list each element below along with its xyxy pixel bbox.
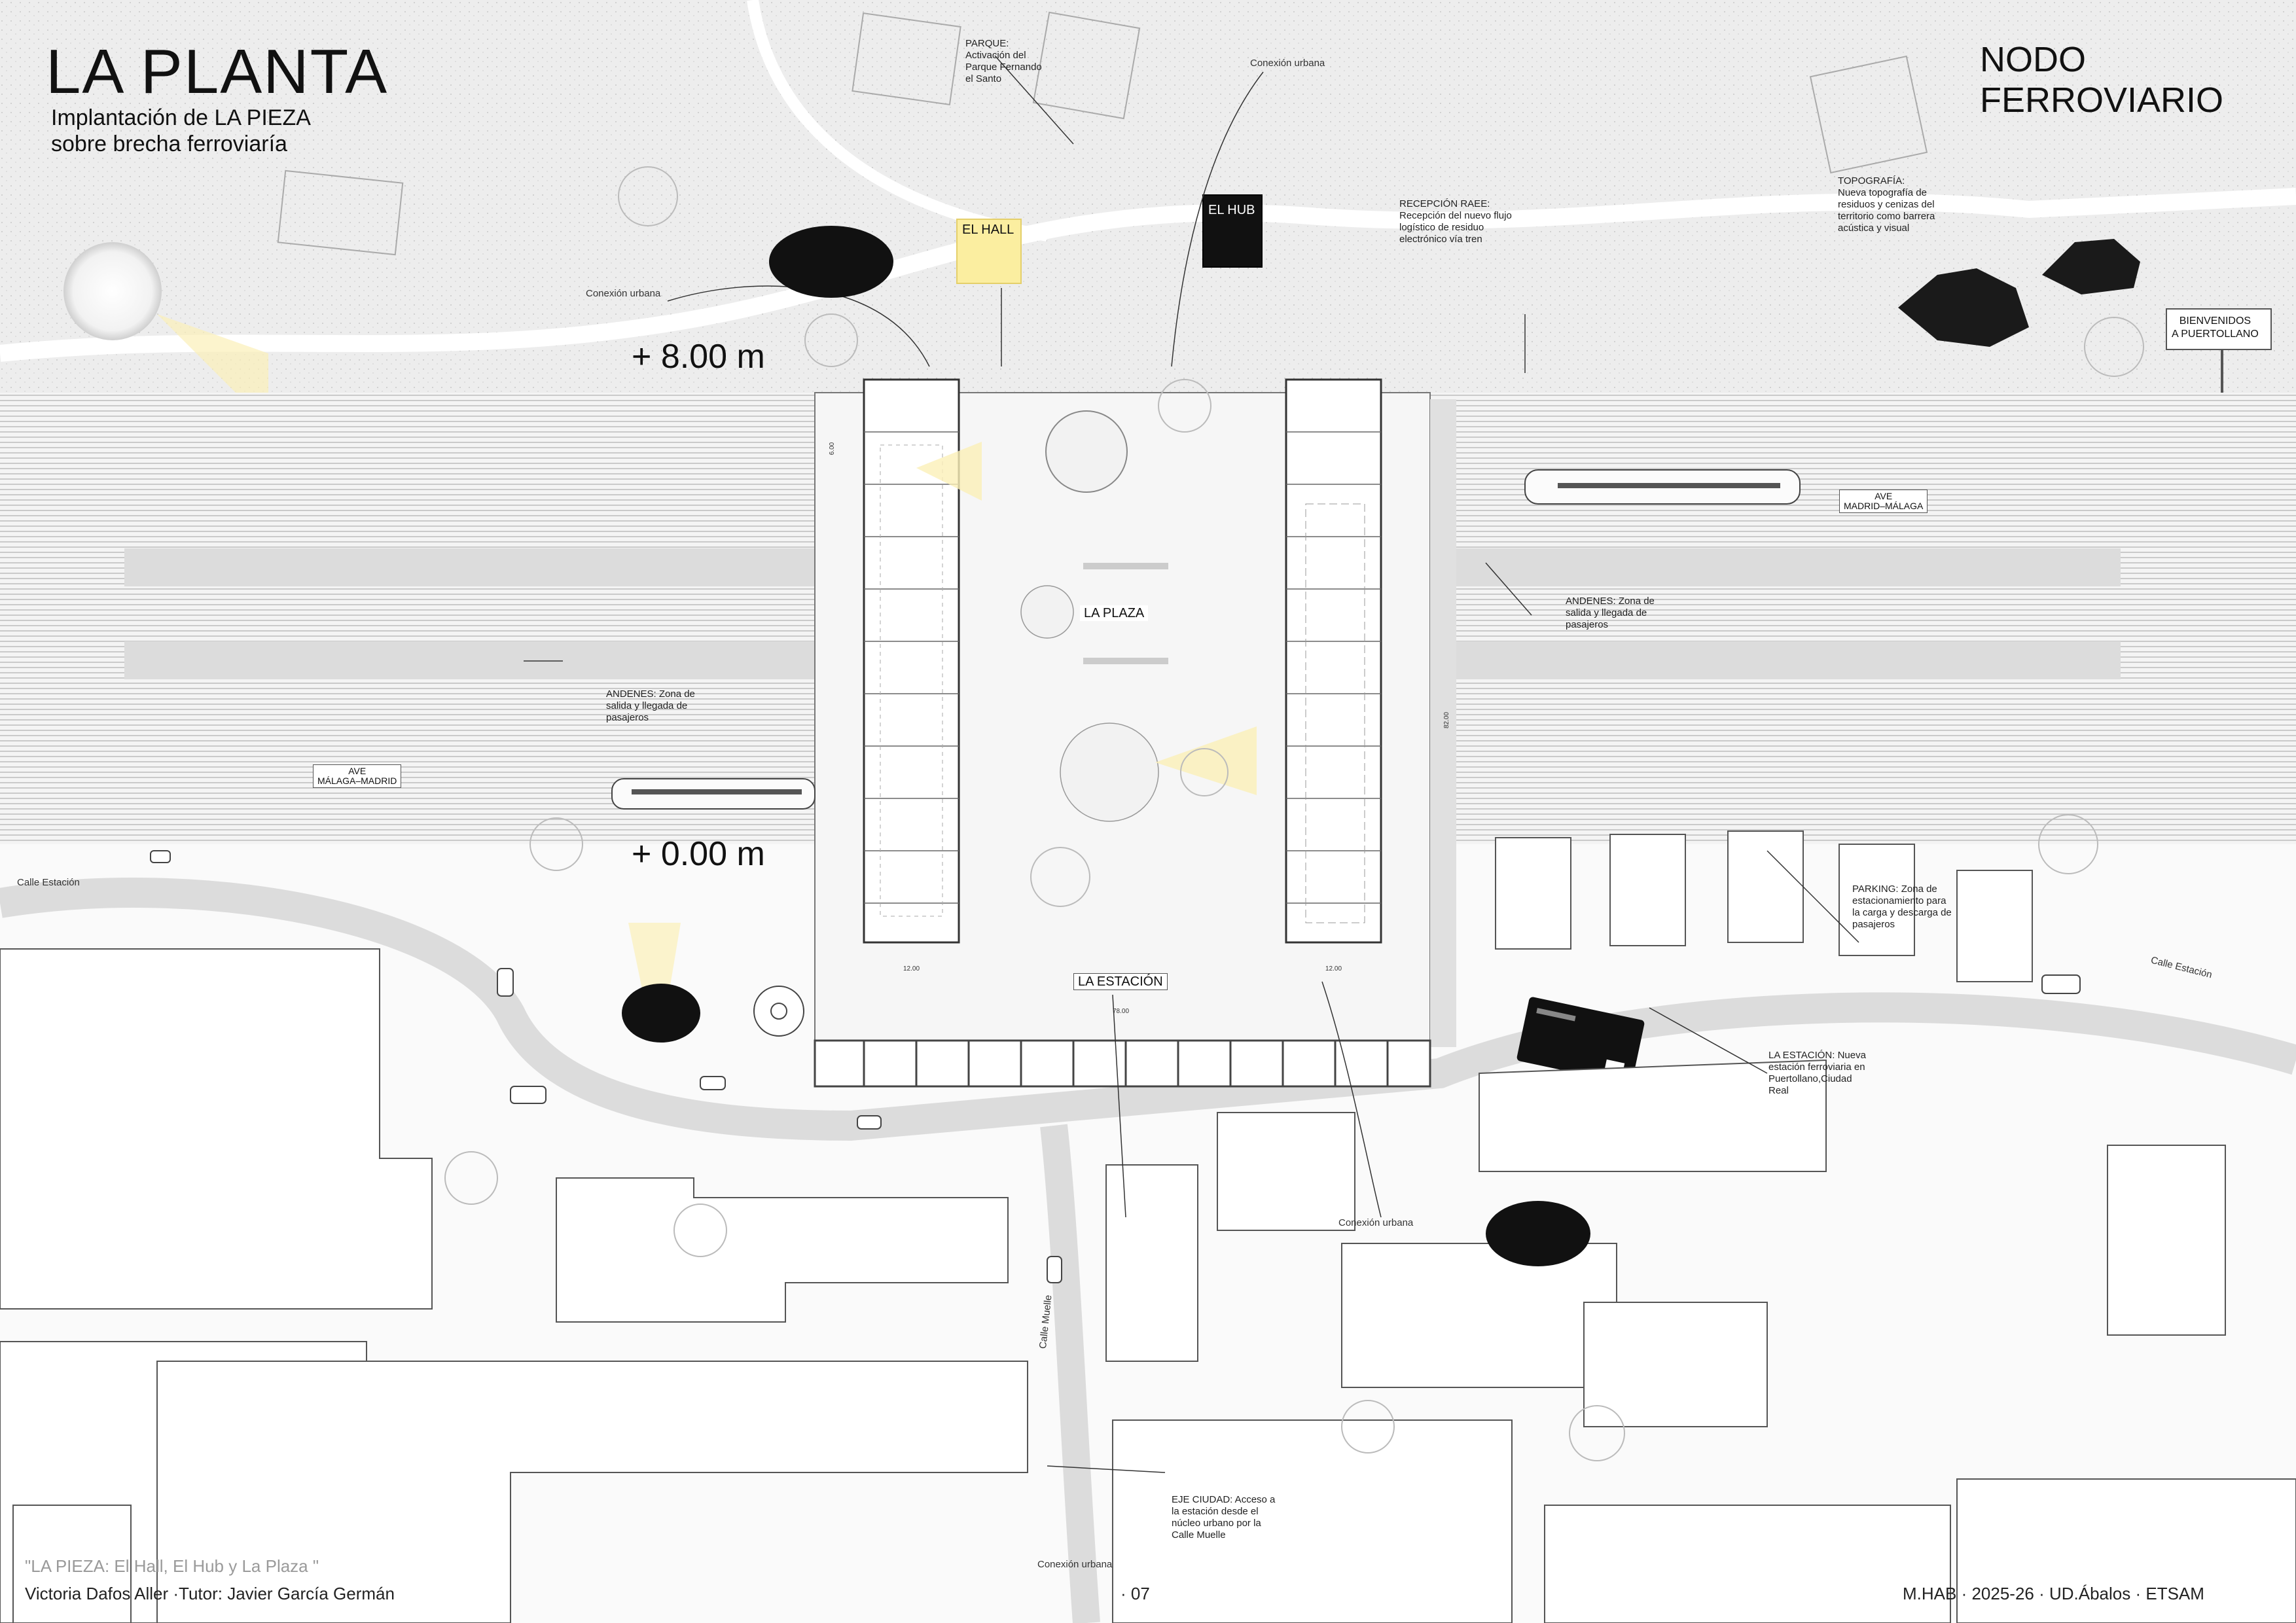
hall-modules [864,431,959,904]
connection-label: Conexión urbana [1338,1217,1414,1228]
hub-modules [1286,431,1381,904]
annotation-topografia: TOPOGRAFÍA: Nueva topografía de residuos… [1838,175,1935,234]
parking-box [1727,830,1804,943]
waste-mound [2042,239,2140,294]
calle-estacion-road [0,878,2296,1141]
plaza-tree [1020,585,1074,639]
plaza-bench [1083,658,1168,664]
station-label: LA ESTACIÓN [1073,973,1168,990]
plaza-tree [1045,410,1128,493]
dimension-module: 6.00 [829,442,836,455]
canopy-columns [863,1041,1389,1086]
calle-muelle-road [1040,1124,1100,1623]
hub-label: EL HUB [1208,203,1255,217]
people-groups [622,226,1590,1266]
parking-box [1839,844,1915,956]
annotation-andenes-left: ANDENES: Zona de salida y llegada de pas… [606,688,695,723]
page-subtitle: Implantación de LA PIEZA sobre brecha fe… [51,105,311,156]
welcome-sign-board [2166,308,2272,350]
hub-wing [1285,378,1382,944]
cars [150,850,2081,1283]
hub-cube [1202,194,1263,268]
parking-box [1609,834,1686,946]
city-blocks [0,948,2296,1623]
park-plot [1032,11,1141,120]
tree-symbols [444,166,2144,1461]
dimension-width-left: 12.00 [903,965,920,972]
dimension-total: 78.00 [1113,1008,1130,1015]
waste-mound [1898,268,2029,347]
node-title: NODO FERROVIARIO [1980,40,2224,120]
connection-label: Conexión urbana [586,288,661,299]
annotation-estacion: LA ESTACIÓN: Nueva estación ferroviaria … [1768,1050,1866,1096]
spiral-stair [770,1003,787,1020]
annotation-parking: PARKING: Zona de estacionamiento para la… [1852,883,1952,930]
platform-left-lower [124,641,818,679]
connection-label: Conexión urbana [1250,58,1325,69]
street-label-calle-estacion: Calle Estación [17,877,80,888]
park-plot [852,12,961,105]
light-cone [628,923,681,1001]
annotation-eje: EJE CIUDAD: Acceso a la estación desde e… [1172,1494,1276,1541]
plaza-bench [1083,563,1168,569]
plaza-tree [1060,722,1159,822]
sun-symbol [63,242,162,340]
footer-course: M.HAB · 2025-26 · UD.Ábalos · ETSAM [1903,1584,2204,1603]
parking-box [1495,837,1571,950]
station-canopy [814,1039,1431,1088]
platform-right-lower [1440,641,2121,679]
annotation-andenes-right: ANDENES: Zona de salida y llegada de pas… [1566,596,1655,630]
train-label-right: AVE MADRID–MÁLAGA [1839,490,1928,513]
hub-module-squares [1305,503,1365,923]
park-plot [1809,55,1928,174]
train-left [611,778,816,810]
light-cone [1155,726,1257,795]
level-upper: + 8.00 m [632,338,765,376]
parking-box [1956,870,2033,982]
level-lower: + 0.00 m [632,835,765,873]
welcome-sign-text: BIENVENIDOS A PUERTOLLANO [2172,315,2259,340]
train-right [1524,469,1801,505]
platform-right-upper [1440,548,2121,586]
footer-quote: "LA PIEZA: El Hall, El Hub y La Plaza " [25,1556,319,1576]
dimension-depth: 82.00 [1443,711,1451,729]
footer-authors: Victoria Dafos Aller ·Tutor: Javier Garc… [25,1584,395,1603]
station-shadow [1430,399,1456,1047]
footer-page-number: · 07 [1121,1584,1150,1603]
hall-cube [956,219,1022,284]
light-cone [916,442,982,501]
page-title: LA PLANTA [46,37,389,107]
train-label-left: AVE MÁLAGA–MADRID [313,764,402,788]
annotation-parque: PARQUE: Activación del Parque Fernando e… [965,38,1042,84]
platform-left-upper [124,548,818,586]
plaza-label: LA PLAZA [1080,605,1149,621]
park-plot [277,169,404,256]
annotation-recepcion: RECEPCIÓN RAEE: Recepción del nuevo fluj… [1399,198,1512,245]
connection-label: Conexión urbana [1037,1559,1113,1570]
hall-label: EL HALL [962,223,1014,237]
dimension-width-right: 12.00 [1325,965,1342,972]
